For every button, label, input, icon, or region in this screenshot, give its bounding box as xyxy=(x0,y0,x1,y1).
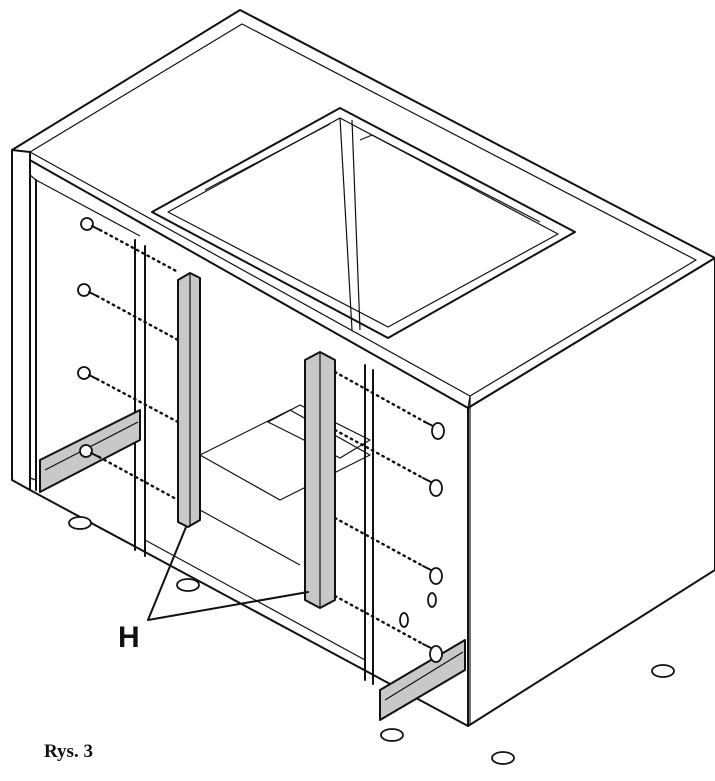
screw-icon xyxy=(333,370,445,440)
cabinet-front-frame xyxy=(29,179,469,727)
foot xyxy=(380,728,404,742)
screws-left xyxy=(77,217,180,502)
screw-icon xyxy=(333,594,443,663)
foot xyxy=(491,751,515,765)
cabinet-right-side-panel xyxy=(467,257,715,727)
foot xyxy=(651,664,675,678)
screw-icon xyxy=(77,366,180,424)
leveling-feet xyxy=(68,516,675,765)
cam-fitting-icon xyxy=(427,592,437,608)
mounting-rail-left xyxy=(177,272,201,528)
screw-icon xyxy=(333,428,443,497)
base-rails xyxy=(39,409,466,721)
cabinet-top-frame xyxy=(11,9,715,409)
screw-icon xyxy=(80,217,180,274)
foot xyxy=(176,578,200,592)
figure-caption: Rys. 3 xyxy=(44,741,93,762)
screws-right xyxy=(333,370,445,663)
screw-icon xyxy=(333,516,443,585)
part-label-h: H xyxy=(118,621,140,654)
mounting-rail-right xyxy=(304,351,336,609)
screw-icon xyxy=(77,283,180,342)
screw-icon xyxy=(79,444,180,502)
label-h-leaders xyxy=(147,526,309,621)
foot xyxy=(68,516,92,530)
cam-fitting-icon xyxy=(399,612,409,628)
